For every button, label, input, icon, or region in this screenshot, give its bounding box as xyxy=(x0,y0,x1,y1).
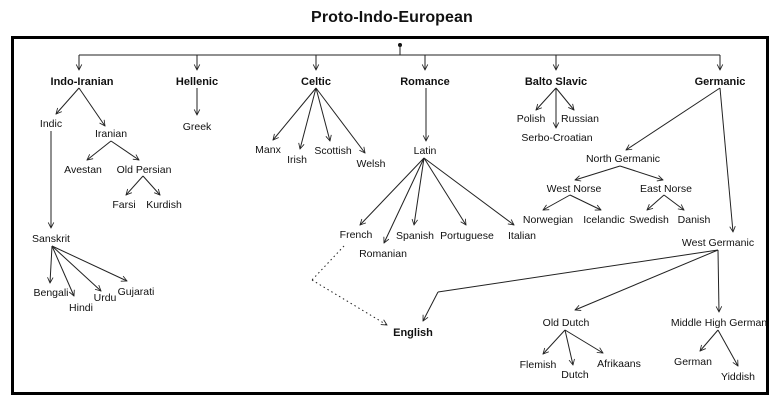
node-gujarati: Gujarati xyxy=(118,286,155,298)
node-farsi: Farsi xyxy=(112,199,135,211)
node-germanic: Germanic xyxy=(695,76,746,88)
node-north-germanic: North Germanic xyxy=(586,153,660,165)
tree-edges xyxy=(50,87,738,366)
node-russian: Russian xyxy=(561,113,599,125)
node-spanish: Spanish xyxy=(396,230,434,242)
node-danish: Danish xyxy=(678,214,711,226)
node-scottish: Scottish xyxy=(314,145,352,157)
node-west-germanic: West Germanic xyxy=(682,237,754,249)
diagram-title: Proto-Indo-European xyxy=(311,9,473,26)
node-balto-slavic: Balto Slavic xyxy=(525,76,587,88)
node-afrikaans: Afrikaans xyxy=(597,358,641,370)
node-urdu: Urdu xyxy=(94,292,117,304)
node-bengali: Bengali xyxy=(33,287,68,299)
node-yiddish: Yiddish xyxy=(721,371,755,383)
node-hindi: Hindi xyxy=(69,302,93,314)
node-serbo-croatian: Serbo-Croatian xyxy=(521,132,592,144)
node-icelandic: Icelandic xyxy=(583,214,624,226)
node-middle-high-german: Middle High German xyxy=(671,317,767,329)
node-french: French xyxy=(340,229,373,241)
node-indic: Indic xyxy=(40,118,62,130)
node-german: German xyxy=(674,356,712,368)
node-polish: Polish xyxy=(517,113,546,125)
root-connector xyxy=(79,43,720,70)
node-norwegian: Norwegian xyxy=(523,214,573,226)
node-welsh: Welsh xyxy=(357,158,386,170)
node-italian: Italian xyxy=(508,230,536,242)
tree-labels: Indo-Iranian Hellenic Celtic Romance Bal… xyxy=(32,76,767,383)
node-flemish: Flemish xyxy=(520,359,557,371)
node-old-persian: Old Persian xyxy=(117,164,172,176)
node-romance: Romance xyxy=(400,76,450,88)
node-old-dutch: Old Dutch xyxy=(543,317,590,329)
node-celtic: Celtic xyxy=(301,76,331,88)
node-swedish: Swedish xyxy=(629,214,669,226)
node-irish: Irish xyxy=(287,154,307,166)
node-romanian: Romanian xyxy=(359,248,407,260)
node-iranian: Iranian xyxy=(95,128,127,140)
node-east-norse: East Norse xyxy=(640,183,692,195)
node-west-norse: West Norse xyxy=(547,183,602,195)
node-manx: Manx xyxy=(255,144,281,156)
node-portuguese: Portuguese xyxy=(440,230,494,242)
node-indo-iranian: Indo-Iranian xyxy=(51,76,114,88)
node-latin: Latin xyxy=(414,145,437,157)
diagram-frame xyxy=(11,36,769,395)
node-english: English xyxy=(393,327,433,339)
node-greek: Greek xyxy=(183,121,212,133)
node-dutch: Dutch xyxy=(561,369,589,381)
node-kurdish: Kurdish xyxy=(146,199,182,211)
node-hellenic: Hellenic xyxy=(176,76,218,88)
node-avestan: Avestan xyxy=(64,164,102,176)
node-sanskrit: Sanskrit xyxy=(32,233,70,245)
